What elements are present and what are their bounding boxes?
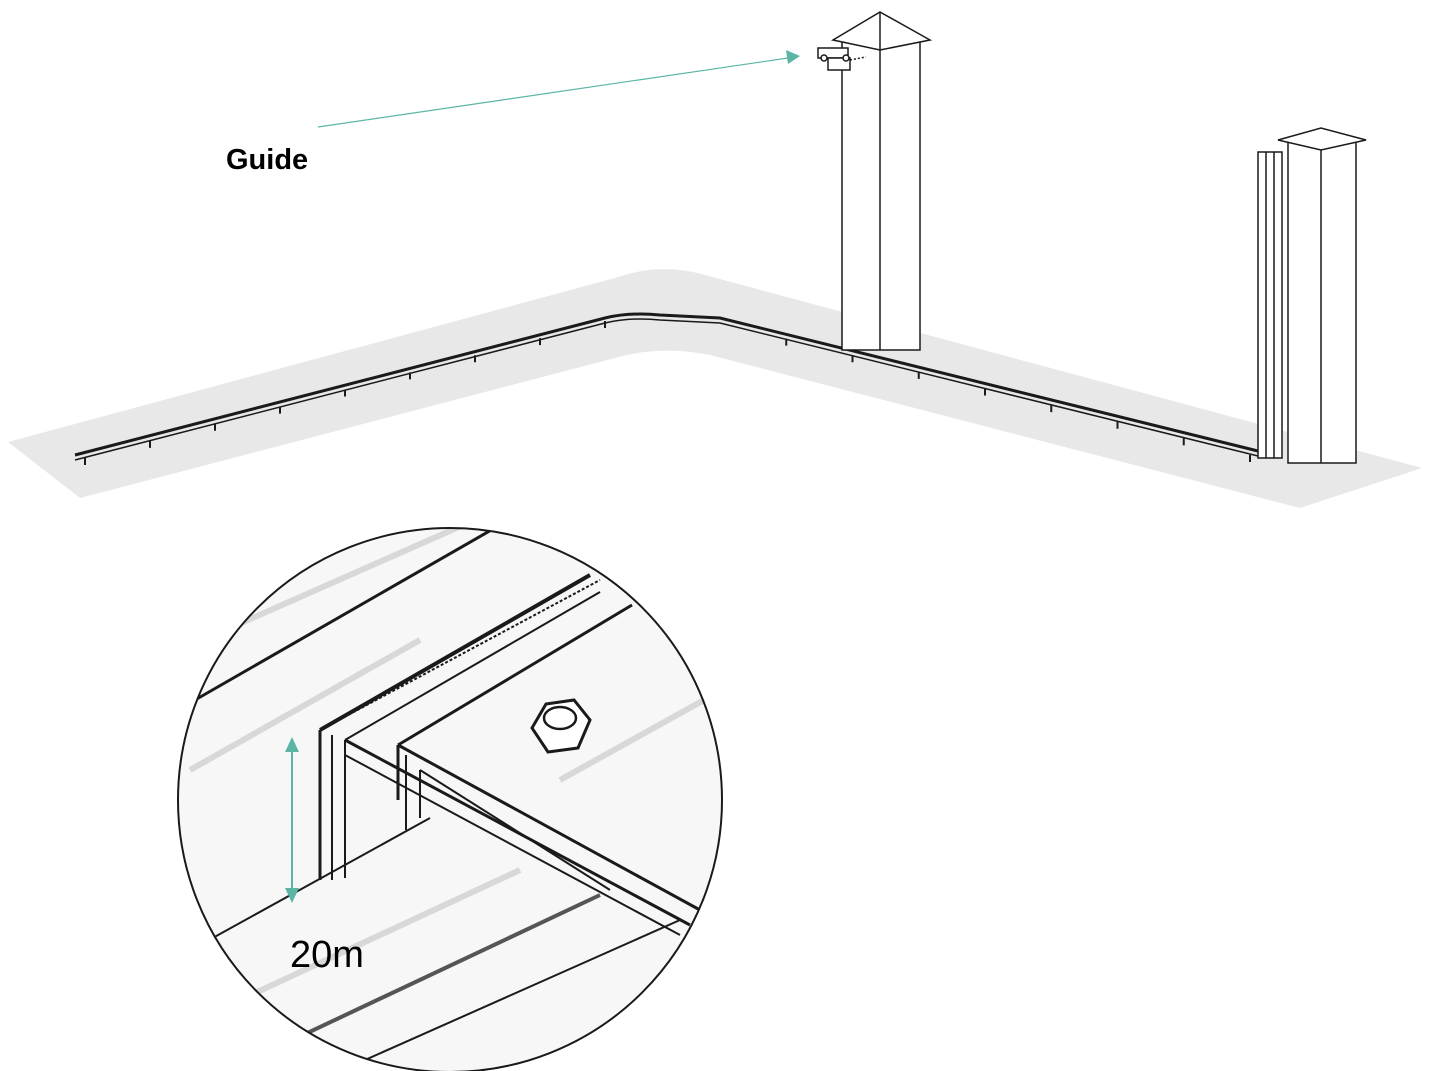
detail-circle-bg [178,528,722,1071]
dimension-arrow [285,737,299,903]
right-pillar [1257,127,1367,464]
detail-view [178,528,722,1071]
guide-label: Guide [226,144,309,176]
guide-pointer-arrowhead [786,50,800,64]
rail-anchor-posts [84,321,1251,465]
guide-device [817,47,867,71]
gate-rail [74,312,1263,461]
ground-slab [8,269,1422,508]
left-pillar [830,11,933,351]
detail-circle-border [177,527,723,1071]
dimension-label: 20m [290,934,364,976]
guide-pointer-line [317,57,789,128]
